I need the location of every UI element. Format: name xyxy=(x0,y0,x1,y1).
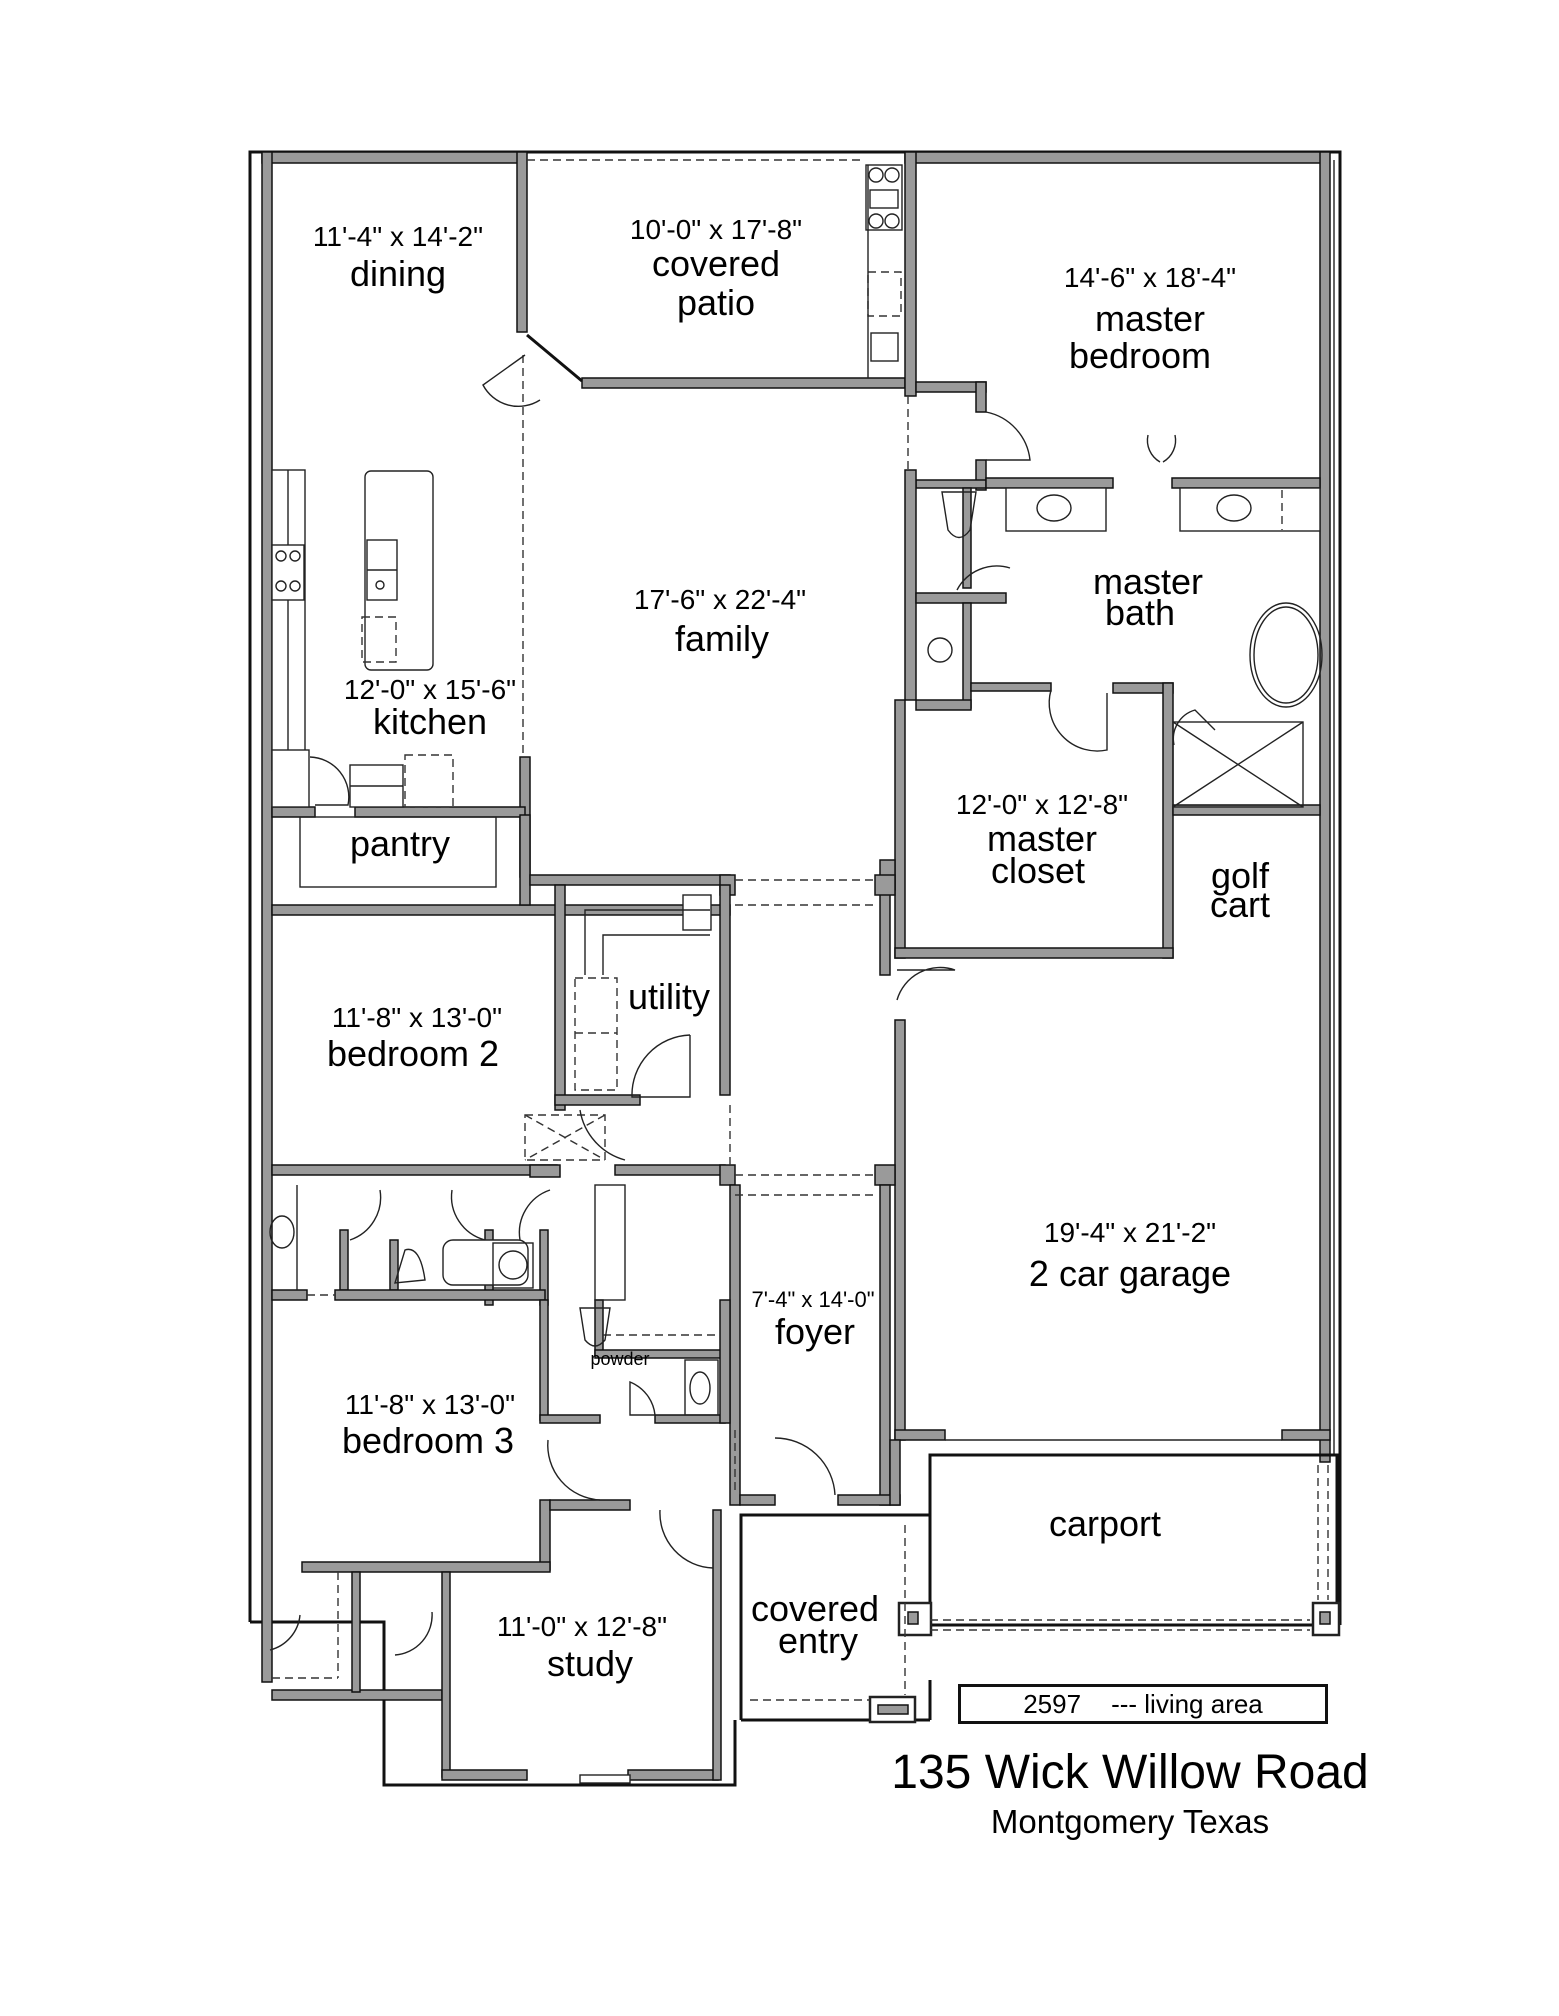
golf-cart-label-line2: cart xyxy=(1209,884,1271,925)
covered-entry-label-line2: entry xyxy=(777,1620,859,1661)
living-area-value: 2597 xyxy=(1023,1688,1082,1719)
family-dimensions: 17'-6" x 22'-4" xyxy=(633,584,807,615)
dining-label: dining xyxy=(349,253,447,294)
golf-cart-label-line1: golf xyxy=(1210,855,1270,896)
patio-label-line1: covered xyxy=(651,243,781,284)
bedroom2-label: bedroom 2 xyxy=(326,1033,500,1074)
master-bedroom-label-line2: bedroom xyxy=(1068,335,1212,376)
master-bedroom-label-line1: master xyxy=(1094,298,1206,339)
study-dimensions: 11'-0" x 12'-8" xyxy=(496,1611,668,1642)
address-subtitle: Montgomery Texas xyxy=(990,1803,1270,1840)
powder-label: powder xyxy=(590,1349,650,1369)
study-label: study xyxy=(546,1643,634,1684)
garage-dimensions: 19'-4" x 21'-2" xyxy=(1043,1217,1217,1248)
bedroom3-dimensions: 11'-8" x 13'-0" xyxy=(344,1389,516,1420)
kitchen-dimensions: 12'-0" x 15'-6" xyxy=(343,674,517,705)
outdoor-structures xyxy=(739,1439,1341,1724)
walls xyxy=(261,151,1331,1784)
outer-boundary xyxy=(248,150,1342,1625)
dining-dimensions: 11'-4" x 14'-2" xyxy=(312,221,484,252)
family-label: family xyxy=(674,618,770,659)
carport-label: carport xyxy=(1048,1503,1162,1544)
master-closet-label-line2: closet xyxy=(990,850,1086,891)
opening-lines xyxy=(272,159,909,1679)
foyer-dimensions: 7'-4" x 14'-0" xyxy=(751,1287,875,1312)
door-swings xyxy=(269,333,1216,1656)
utility-label: utility xyxy=(627,976,711,1017)
master-bath-label-line1: master xyxy=(1092,561,1204,602)
living-area-label: --- living area xyxy=(1111,1688,1263,1719)
address-title: 135 Wick Willow Road xyxy=(891,1746,1369,1799)
bedroom2-dimensions: 11'-8" x 13'-0" xyxy=(331,1002,503,1033)
living-area-box: 2597 --- living area xyxy=(958,1684,1328,1724)
bedroom3-label: bedroom 3 xyxy=(341,1420,515,1461)
master-bedroom-dimensions: 14'-6" x 18'-4" xyxy=(1063,262,1237,293)
patio-dimensions: 10'-0" x 17'-8" xyxy=(629,214,803,245)
master-closet-label-line1: master xyxy=(986,818,1098,859)
foyer-label: foyer xyxy=(774,1311,856,1352)
master-bath-label-line2: bath xyxy=(1104,592,1176,633)
patio-label-line2: patio xyxy=(676,282,756,323)
covered-entry-label-line1: covered xyxy=(750,1588,880,1629)
fixtures xyxy=(269,164,1323,1416)
master-closet-dimensions: 12'-0" x 12'-8" xyxy=(955,789,1129,820)
outer-boundary-bottom-left xyxy=(250,1620,737,1787)
pantry-label: pantry xyxy=(349,823,451,864)
garage-label: 2 car garage xyxy=(1028,1253,1232,1294)
kitchen-label: kitchen xyxy=(372,701,488,742)
